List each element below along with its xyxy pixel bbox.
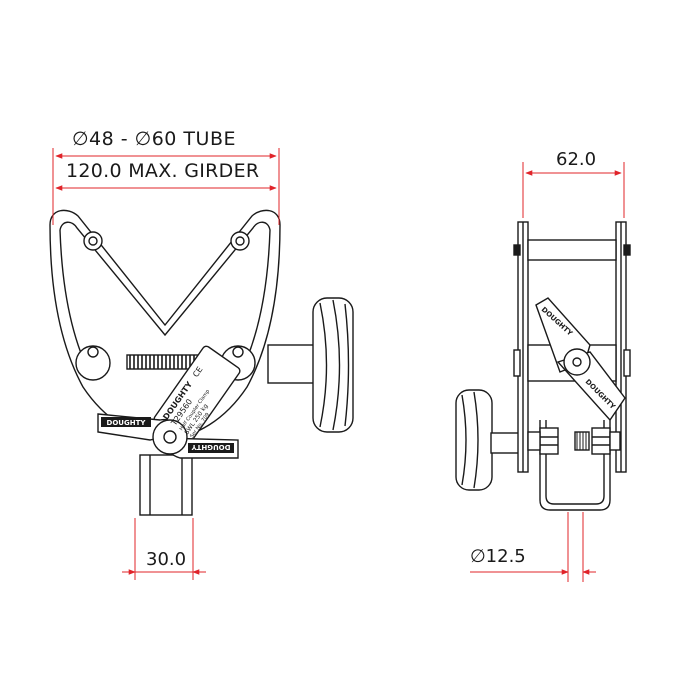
side-nut-right bbox=[591, 427, 611, 455]
side-thread bbox=[574, 431, 590, 451]
front-pin-mid-left bbox=[75, 345, 111, 381]
right-arm-brand: DOUGHTY bbox=[191, 443, 231, 451]
front-body-inner bbox=[59, 221, 271, 379]
dim-max-girder: 120.0 MAX. GIRDER bbox=[66, 160, 260, 182]
front-sleeve bbox=[139, 454, 193, 516]
side-nut-left bbox=[539, 427, 559, 455]
dim-side-diameter: ∅12.5 bbox=[470, 546, 526, 567]
front-center-bolt bbox=[152, 419, 188, 455]
left-arm-brand: DOUGHTY bbox=[107, 419, 147, 427]
dim-side-width: 62.0 bbox=[556, 149, 597, 170]
front-view bbox=[49, 209, 354, 516]
side-top-crossbar bbox=[527, 239, 617, 261]
dim-tube-range: ∅48 - ∅60 TUBE bbox=[72, 128, 236, 150]
side-view bbox=[455, 221, 631, 511]
left-arm-label-bg bbox=[101, 417, 151, 427]
front-handwheel bbox=[267, 297, 354, 433]
side-u-bracket bbox=[539, 420, 611, 511]
dimension-lines bbox=[52, 148, 625, 582]
side-center-bolt bbox=[563, 348, 591, 376]
front-arm-labels: DOUGHTY DOUGHTY bbox=[101, 417, 234, 453]
front-serrated-jaw bbox=[126, 354, 206, 370]
dim-front-width: 30.0 bbox=[146, 549, 187, 570]
side-handwheel bbox=[455, 389, 524, 491]
front-pin-top-left bbox=[83, 231, 103, 251]
front-pin-top-right bbox=[230, 231, 250, 251]
right-arm-label-bg bbox=[188, 443, 234, 453]
